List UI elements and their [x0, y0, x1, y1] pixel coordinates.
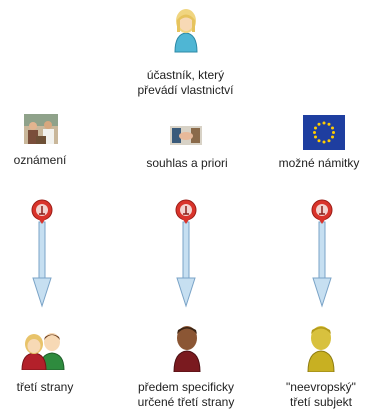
pin-marker-icon	[311, 199, 333, 224]
specified-third-parties-icon	[171, 322, 203, 372]
third-parties-label: třetí strany	[16, 380, 74, 394]
pin-marker-icon	[175, 199, 197, 224]
consent-photo-icon	[170, 126, 202, 145]
top-participant-label: účastník, který převádí vlastnictví	[137, 68, 234, 97]
pin-marker-icon	[31, 199, 53, 224]
flow-arrow-left	[26, 198, 58, 308]
consent-label: souhlas a priori	[146, 156, 228, 170]
flow-arrow-right	[306, 198, 338, 308]
top-participant-icon	[171, 6, 201, 54]
notification-photo-icon	[24, 114, 58, 144]
eu-flag-icon	[303, 115, 345, 150]
non-european-subject-icon	[305, 322, 337, 372]
flow-arrow-middle	[170, 198, 202, 308]
third-parties-icon	[20, 326, 66, 370]
objections-label: možné námitky	[278, 156, 360, 170]
notification-label: oznámení	[13, 153, 67, 167]
specified-third-parties-label: předem specificky určené třetí strany	[137, 380, 235, 409]
non-european-subject-label: "neevropský" třetí subjekt	[286, 380, 356, 409]
